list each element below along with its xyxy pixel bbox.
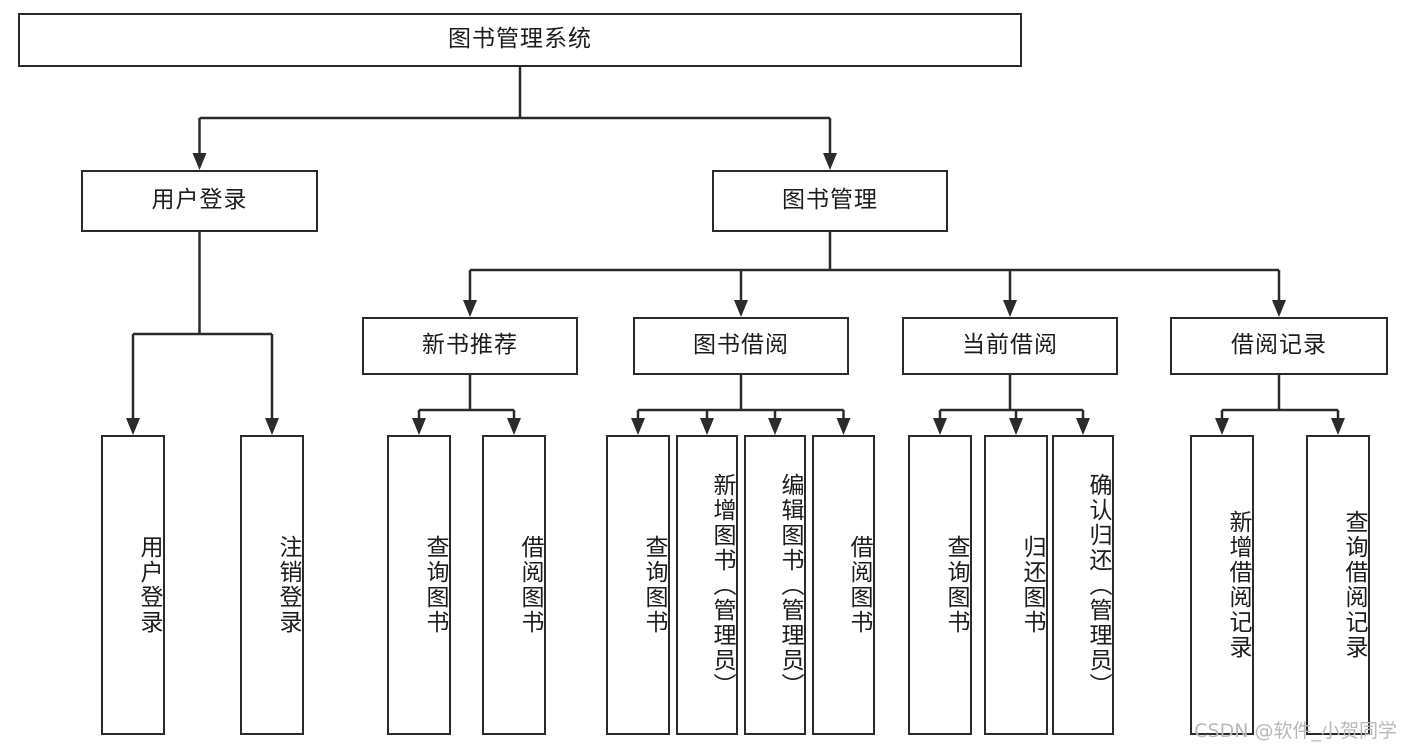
leaf-borrow-book[interactable]: 借阅图书 <box>812 435 875 735</box>
node-label: 借阅图书 <box>517 535 543 635</box>
node-label: 查询图书 <box>641 535 667 635</box>
leaf-add-book-admin[interactable]: 新增图书（管理员） <box>676 435 738 735</box>
node-label: 借阅图书 <box>846 535 872 635</box>
node-current-borrow[interactable]: 当前借阅 <box>902 317 1118 375</box>
node-label: 编辑图书（管理员） <box>777 472 803 698</box>
leaf-user-login[interactable]: 用户登录 <box>101 435 165 735</box>
node-label: 查询借阅记录 <box>1341 510 1367 660</box>
node-label: 确认归还（管理员） <box>1085 472 1111 698</box>
node-label: 归还图书 <box>1019 535 1045 635</box>
leaf-confirm-return-admin[interactable]: 确认归还（管理员） <box>1052 435 1114 735</box>
leaf-query-book-current[interactable]: 查询图书 <box>908 435 972 735</box>
leaf-add-borrow-record[interactable]: 新增借阅记录 <box>1190 435 1254 735</box>
leaf-borrow-book-recommend[interactable]: 借阅图书 <box>482 435 546 735</box>
node-new-book-recommend[interactable]: 新书推荐 <box>362 317 578 375</box>
leaf-return-book[interactable]: 归还图书 <box>984 435 1048 735</box>
node-label: 用户登录 <box>136 535 162 635</box>
node-label: 当前借阅 <box>962 332 1058 359</box>
node-book-borrow[interactable]: 图书借阅 <box>633 317 849 375</box>
leaf-edit-book-admin[interactable]: 编辑图书（管理员） <box>744 435 806 735</box>
node-label: 借阅记录 <box>1231 332 1327 359</box>
node-label: 注销登录 <box>275 535 301 635</box>
leaf-query-borrow-record[interactable]: 查询借阅记录 <box>1306 435 1370 735</box>
node-label: 图书借阅 <box>693 332 789 359</box>
node-label: 图书管理系统 <box>448 26 592 53</box>
node-label: 用户登录 <box>151 187 248 214</box>
node-label: 图书管理 <box>782 187 878 214</box>
leaf-logout-login[interactable]: 注销登录 <box>240 435 304 735</box>
node-borrow-record[interactable]: 借阅记录 <box>1170 317 1388 375</box>
node-book-manage[interactable]: 图书管理 <box>712 170 948 232</box>
leaf-query-book-borrow[interactable]: 查询图书 <box>606 435 670 735</box>
node-label: 查询图书 <box>943 535 969 635</box>
node-label: 新书推荐 <box>422 332 518 359</box>
node-label: 新增图书（管理员） <box>709 472 735 698</box>
csdn-watermark: CSDN @软件_小贺同学 <box>1194 720 1397 742</box>
node-label: 查询图书 <box>422 535 448 635</box>
node-label: 新增借阅记录 <box>1225 510 1251 660</box>
node-root[interactable]: 图书管理系统 <box>18 13 1022 67</box>
leaf-query-book-recommend[interactable]: 查询图书 <box>387 435 451 735</box>
node-user-login[interactable]: 用户登录 <box>81 170 318 232</box>
